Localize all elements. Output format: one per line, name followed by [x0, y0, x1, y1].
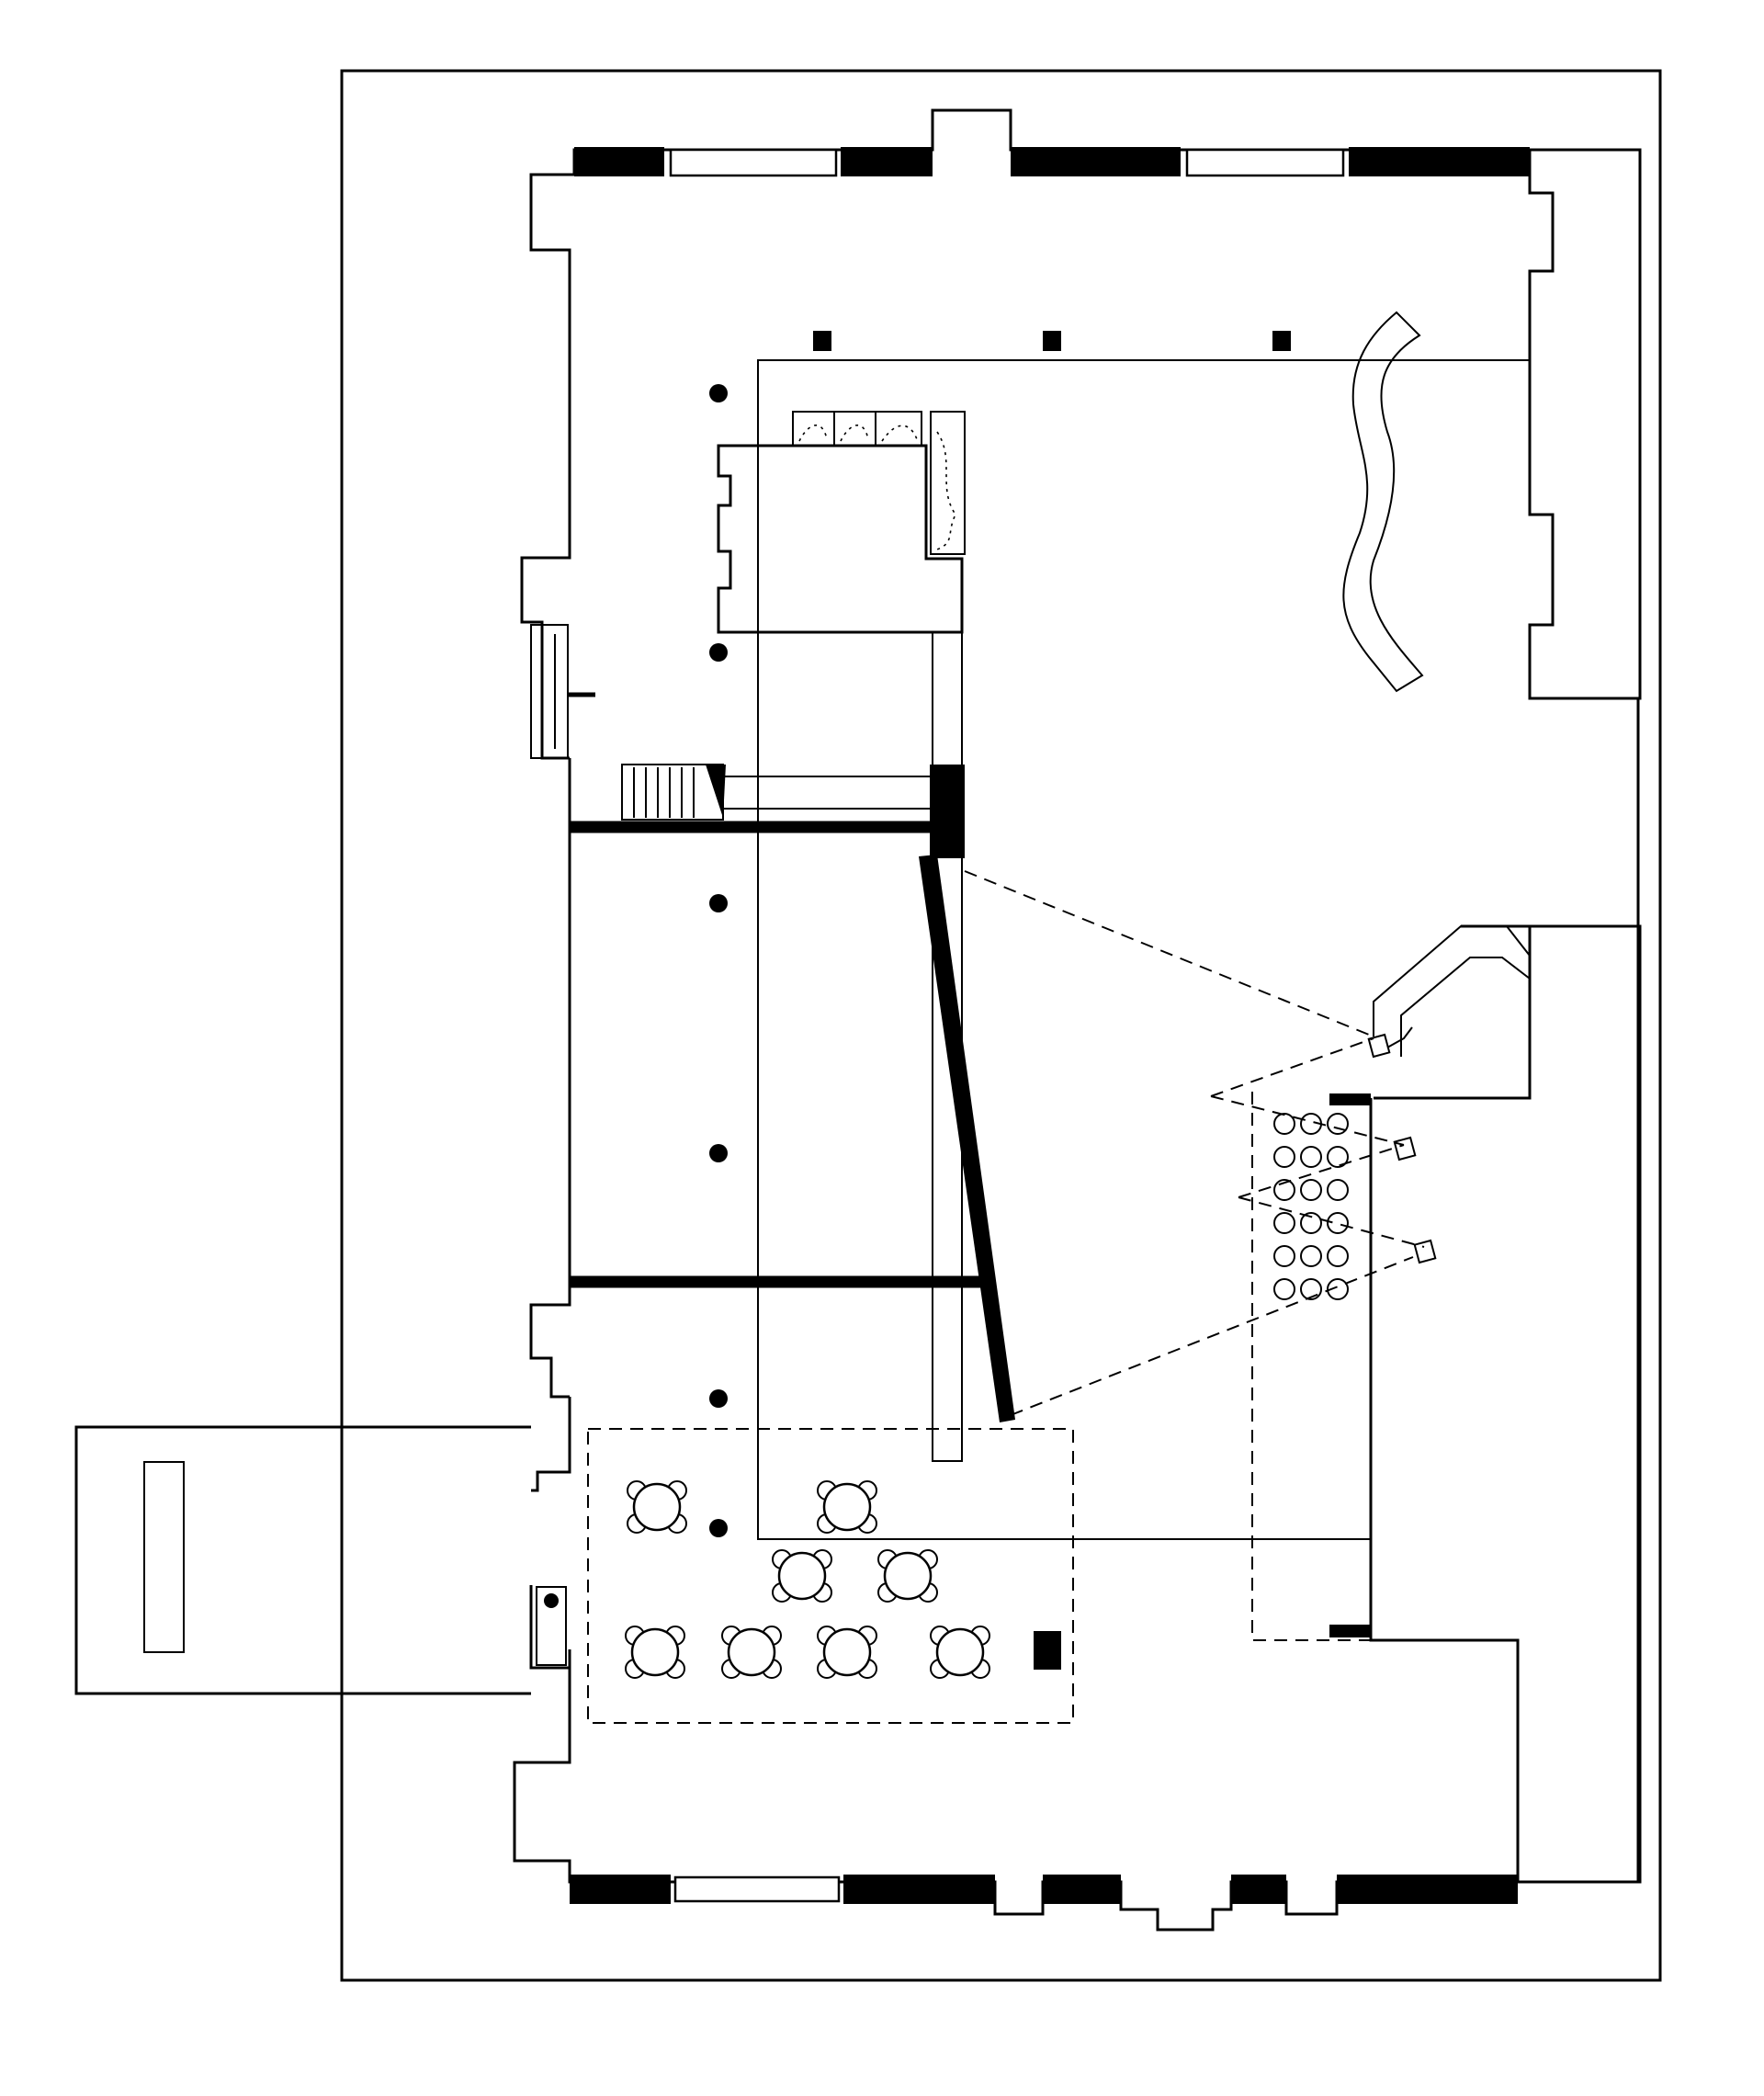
vestibule: [529, 1585, 570, 1670]
round-column: [709, 1144, 728, 1162]
projector-icon: [1367, 1026, 1413, 1059]
lower-wing-outline: [1369, 926, 1640, 1882]
wall-segment: [574, 147, 664, 176]
stair-left: [530, 624, 595, 759]
dining-table: [930, 1626, 990, 1679]
wall-segment: [1329, 1093, 1371, 1105]
dining-table: [625, 1626, 685, 1679]
seat: [1327, 1278, 1349, 1300]
seat: [1300, 1113, 1322, 1135]
table-top: [935, 1627, 985, 1677]
building-outline: [513, 108, 1640, 1932]
window-pane: [1185, 148, 1345, 177]
wall-segment: [570, 1875, 671, 1904]
seat: [1327, 1113, 1349, 1135]
seat: [1300, 1245, 1322, 1267]
round-column: [709, 384, 728, 402]
seat: [1300, 1146, 1322, 1168]
storage-dotted-fill: [798, 425, 956, 550]
square-column: [1272, 331, 1291, 351]
wall-segment: [1231, 1875, 1286, 1904]
table-top: [630, 1627, 680, 1677]
dining-table: [817, 1626, 877, 1679]
window-pane: [673, 1875, 841, 1903]
angled-wall: [919, 855, 1015, 1422]
projector-icon: [1393, 1136, 1417, 1161]
dining-table: [817, 1480, 877, 1534]
seat: [1273, 1113, 1295, 1135]
dining-area: [587, 1428, 1074, 1724]
seat: [1300, 1278, 1322, 1300]
seat: [1273, 1179, 1295, 1201]
sightline: [1210, 1037, 1425, 1248]
seat: [1300, 1179, 1322, 1201]
seat: [1327, 1212, 1349, 1234]
seat: [1273, 1212, 1295, 1234]
table-top: [777, 1551, 827, 1601]
theater-seating: [1273, 1113, 1349, 1300]
dining-table: [877, 1549, 938, 1603]
seat: [1327, 1146, 1349, 1168]
counter-block: [1034, 1631, 1061, 1670]
table-top: [632, 1482, 682, 1532]
round-column: [709, 1519, 728, 1537]
annex-building: [74, 1425, 531, 1695]
table-top: [822, 1482, 872, 1532]
dining-table: [627, 1480, 687, 1534]
core-block: [717, 444, 964, 634]
projection-booth: [1373, 925, 1531, 1098]
round-column: [709, 1389, 728, 1408]
gallery-line: [757, 359, 1530, 1540]
site-boundary: [340, 69, 1662, 1982]
seat: [1273, 1245, 1295, 1267]
curved-sculpture: [1342, 311, 1424, 693]
seat: [1273, 1146, 1295, 1168]
storage-box: [875, 411, 922, 447]
window-pane: [669, 148, 838, 177]
wall-segment: [1349, 147, 1530, 176]
square-column: [1043, 331, 1061, 351]
round-column: [709, 894, 728, 912]
dining-tables: [625, 1480, 990, 1679]
seat: [1327, 1179, 1349, 1201]
table-top: [822, 1627, 872, 1677]
sightline: [964, 870, 1414, 1416]
pier: [930, 765, 965, 858]
projector-icon: [1413, 1239, 1437, 1264]
courtyard-edge: [1374, 625, 1638, 1100]
stair-central: [621, 764, 933, 821]
square-column: [813, 331, 831, 351]
table-top: [727, 1627, 776, 1677]
storage-box: [930, 411, 966, 555]
wall-segment: [841, 147, 933, 176]
round-column: [709, 643, 728, 662]
seat: [1300, 1212, 1322, 1234]
wall-segment: [1011, 147, 1181, 176]
dining-table: [721, 1626, 782, 1679]
wall-segment: [1337, 1875, 1518, 1904]
auditorium-boundary: [1251, 1092, 1371, 1641]
right-outer-wall-lower: [1518, 924, 1642, 1884]
seat: [1273, 1278, 1295, 1300]
table-top: [883, 1551, 933, 1601]
wall-segment: [843, 1875, 995, 1904]
right-outer-wall-upper: [1528, 148, 1642, 700]
seat: [1327, 1245, 1349, 1267]
wall-segment: [1043, 1875, 1121, 1904]
wall-segment: [1329, 1625, 1371, 1637]
dining-table: [772, 1549, 832, 1603]
